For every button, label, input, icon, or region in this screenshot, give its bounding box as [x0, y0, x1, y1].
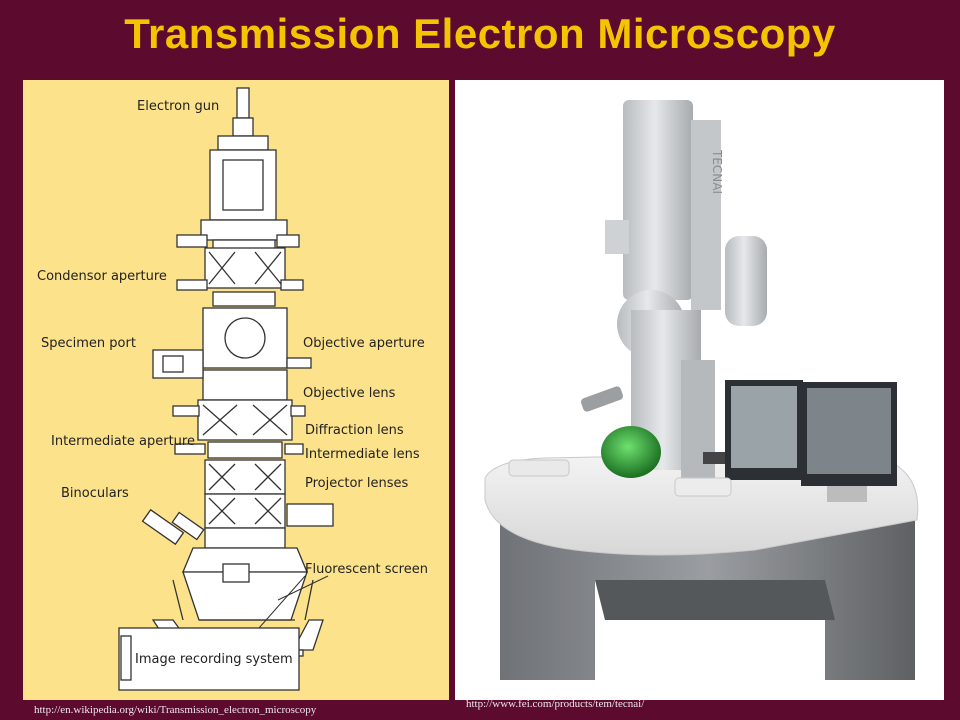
label-intermediate-aperture: Intermediate aperture [51, 434, 195, 449]
label-fluorescent-screen: Fluorescent screen [305, 562, 428, 577]
label-condensor-aperture: Condensor aperture [37, 269, 167, 284]
label-projector-lenses: Projector lenses [305, 476, 409, 491]
tem-column-drawing [118, 87, 334, 691]
label-image-recording-system: Image recording system [135, 652, 293, 667]
label-objective-lens: Objective lens [303, 386, 396, 401]
label-binoculars: Binoculars [61, 486, 129, 501]
source-link-left[interactable]: http://en.wikipedia.org/wiki/Transmissio… [34, 704, 317, 716]
tecnai-brand-text: TECNAI [710, 149, 724, 194]
slide-title: Transmission Electron Microscopy [124, 10, 836, 57]
tem-schematic-diagram: Electron gun Condensor aperture Specimen… [23, 80, 449, 700]
label-electron-gun: Electron gun [137, 99, 220, 114]
label-diffraction-lens: Diffraction lens [305, 423, 404, 438]
source-link-right[interactable]: http://www.fei.com/products/tem/tecnai/ [466, 698, 645, 710]
label-objective-aperture: Objective aperture [303, 336, 425, 351]
tecnai-microscope-illustration: TECNAI [484, 100, 919, 680]
label-specimen-port: Specimen port [41, 336, 136, 351]
label-intermediate-lens: Intermediate lens [305, 447, 420, 462]
tem-instrument-photo: TECNAI [455, 80, 944, 700]
